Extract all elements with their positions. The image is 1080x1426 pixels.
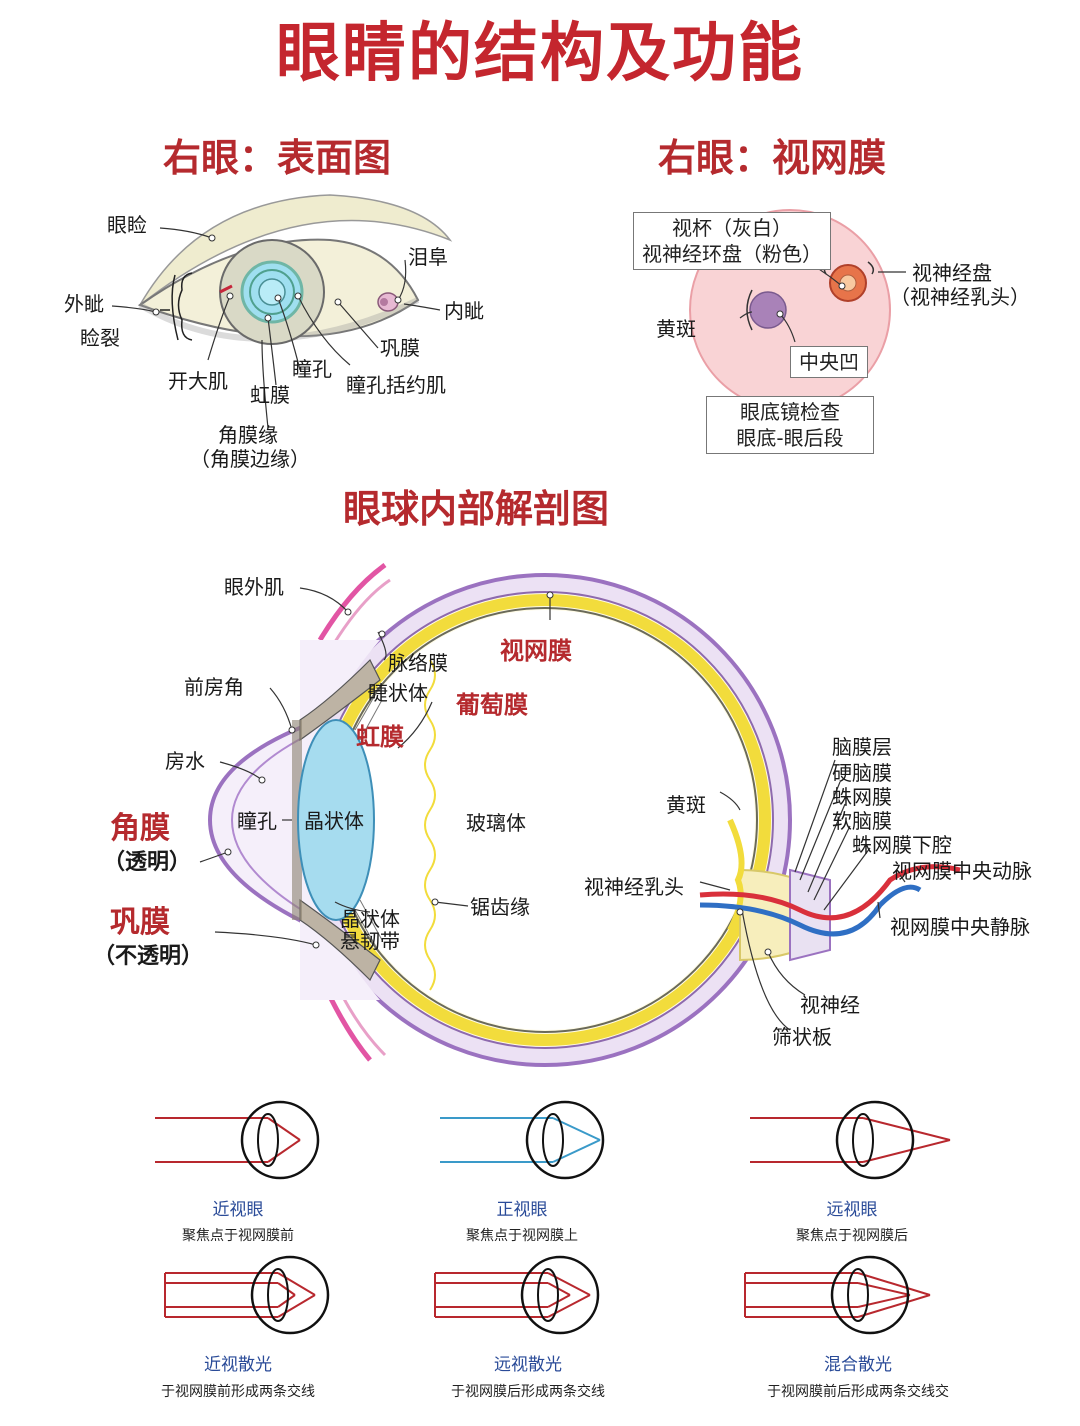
label-ora: 锯齿缘 — [470, 895, 530, 919]
label-arachnoid: 蛛网膜 — [832, 785, 892, 809]
label-sclera-note: （不透明） — [93, 944, 204, 969]
label-ring: 视神经环盘（粉色） — [642, 242, 822, 266]
label-lamina: 筛状板 — [772, 1025, 832, 1049]
label-limbus: 角膜缘 — [218, 423, 278, 447]
label-outer-canthus: 外眦 — [64, 292, 104, 316]
eyeball-outline-2 — [525, 1100, 605, 1180]
label-retina: 视网膜 — [500, 637, 572, 665]
label-macula-anat: 黄斑 — [666, 793, 706, 817]
label-limbus-alt: （角膜边缘） — [190, 447, 310, 471]
label-sclera-surface: 巩膜 — [380, 336, 420, 360]
ray-conv-mid-top-5 — [547, 1282, 571, 1296]
eyeball-outline-6 — [830, 1255, 910, 1335]
ray-conv-top-1 — [267, 1117, 301, 1141]
label-cornea-note: （透明） — [103, 850, 192, 875]
label-eom: 眼外肌 — [224, 575, 284, 599]
refr-name-4: 近视散光 — [204, 1355, 272, 1375]
ray-conv-bottom-4 — [277, 1294, 316, 1318]
ray-conv-mid-bottom-6 — [857, 1294, 911, 1308]
refr-name-1: 近视眼 — [212, 1200, 264, 1220]
refr-name-2: 正视眼 — [496, 1200, 548, 1220]
label-zonule-1: 晶状体 — [340, 907, 400, 931]
eyeball-outline-1 — [240, 1100, 320, 1180]
label-sphincter: 瞳孔括约肌 — [346, 373, 446, 397]
label-cup: 视杯（灰白） — [672, 216, 792, 240]
refr-name-6: 混合散光 — [824, 1355, 892, 1375]
page-title: 眼睛的结构及功能 — [276, 17, 804, 91]
ray-conv-top-3 — [862, 1117, 951, 1141]
label-dura: 硬脑膜 — [832, 761, 892, 785]
label-ciliary: 睫状体 — [368, 681, 428, 705]
label-exam-sub: 眼底-眼后段 — [736, 426, 844, 450]
ray-conv-mid-bottom-4 — [277, 1294, 296, 1308]
ray-conv-mid-top-6 — [857, 1282, 911, 1296]
label-zonule-2: 悬韧带 — [340, 929, 400, 953]
refr-desc-3: 聚焦点于视网膜后 — [796, 1228, 908, 1244]
label-cornea: 角膜 — [110, 811, 170, 846]
label-cra: 视网膜中央动脉 — [892, 859, 1032, 883]
eye-lens-6 — [847, 1268, 869, 1322]
eyeball-cross-section — [199, 562, 961, 1067]
label-disc: 视神经盘 — [912, 261, 992, 285]
ray-conv-top-4 — [277, 1272, 316, 1296]
label-vitreous: 玻璃体 — [466, 811, 526, 835]
eye-lens-1 — [257, 1113, 279, 1167]
refr-desc-1: 聚焦点于视网膜前 — [182, 1228, 294, 1244]
refr-desc-6: 于视网膜前后形成两条交线交 — [767, 1384, 949, 1400]
retina-heading: 右眼：视网膜 — [658, 136, 887, 180]
label-aqueous: 房水 — [165, 749, 205, 773]
eye-lens-2 — [542, 1113, 564, 1167]
eye-lens-4 — [267, 1268, 289, 1322]
label-crv: 视网膜中央静脉 — [890, 915, 1030, 939]
label-fovea: 中央凹 — [790, 346, 868, 378]
label-pupil-anat: 瞳孔 — [237, 809, 277, 833]
label-sclera-anat: 巩膜 — [110, 905, 170, 940]
ray-conv-mid-top-4 — [277, 1282, 296, 1296]
anatomy-heading: 眼球内部解剖图 — [343, 487, 610, 531]
label-pupil: 瞳孔 — [292, 357, 332, 381]
ray-conv-bottom-1 — [267, 1139, 301, 1163]
label-meninges: 脑膜层 — [832, 735, 892, 759]
ray-conv-bottom-3 — [862, 1139, 951, 1163]
refr-desc-5: 于视网膜后形成两条交线 — [451, 1384, 605, 1400]
eyeball-outline-3 — [835, 1100, 915, 1180]
label-inner-canthus: 内眦 — [444, 299, 484, 323]
refr-desc-2: 聚焦点于视网膜上 — [466, 1228, 578, 1244]
label-disc-alt: （视神经乳头） — [890, 285, 1030, 309]
eye-lens-3 — [852, 1113, 874, 1167]
label-uvea: 葡萄膜 — [456, 691, 528, 719]
label-iris: 虹膜 — [250, 383, 290, 407]
refr-desc-4: 于视网膜前形成两条交线 — [161, 1384, 315, 1400]
refr-name-5: 远视散光 — [494, 1355, 562, 1375]
surface-eye-drawing — [111, 194, 453, 429]
ray-conv-mid-bottom-5 — [547, 1294, 571, 1308]
label-choroid: 脉络膜 — [388, 651, 448, 675]
label-lens: 晶状体 — [304, 809, 364, 833]
label-pia: 软脑膜 — [832, 809, 892, 833]
label-lacrimal-caruncle: 泪阜 — [408, 245, 448, 269]
eyeball-outline-5 — [520, 1255, 600, 1335]
eye-lens-5 — [537, 1268, 559, 1322]
ray-conv-top-6 — [857, 1272, 931, 1296]
label-palpebral-fissure: 睑裂 — [80, 326, 120, 350]
surface-heading: 右眼：表面图 — [163, 136, 392, 180]
exam-box: 眼底镜检查 眼底-眼后段 — [706, 396, 874, 454]
cup-box: 视杯（灰白） 视神经环盘（粉色） — [633, 212, 831, 270]
refraction-diagrams — [155, 1100, 951, 1335]
label-angle: 前房角 — [184, 675, 244, 699]
label-subarachnoid: 蛛网膜下腔 — [852, 833, 952, 857]
refr-name-3: 远视眼 — [826, 1200, 878, 1220]
label-optic-nerve: 视神经 — [800, 993, 860, 1017]
eyeball-outline-4 — [250, 1255, 330, 1335]
label-macula-fundus: 黄斑 — [656, 317, 696, 341]
label-eyelid: 眼睑 — [107, 213, 147, 237]
label-papilla: 视神经乳头 — [584, 875, 684, 899]
ray-conv-bottom-6 — [857, 1294, 931, 1318]
label-exam: 眼底镜检查 — [740, 400, 840, 424]
label-iris-anat: 虹膜 — [356, 723, 404, 751]
label-dilator: 开大肌 — [168, 369, 228, 393]
